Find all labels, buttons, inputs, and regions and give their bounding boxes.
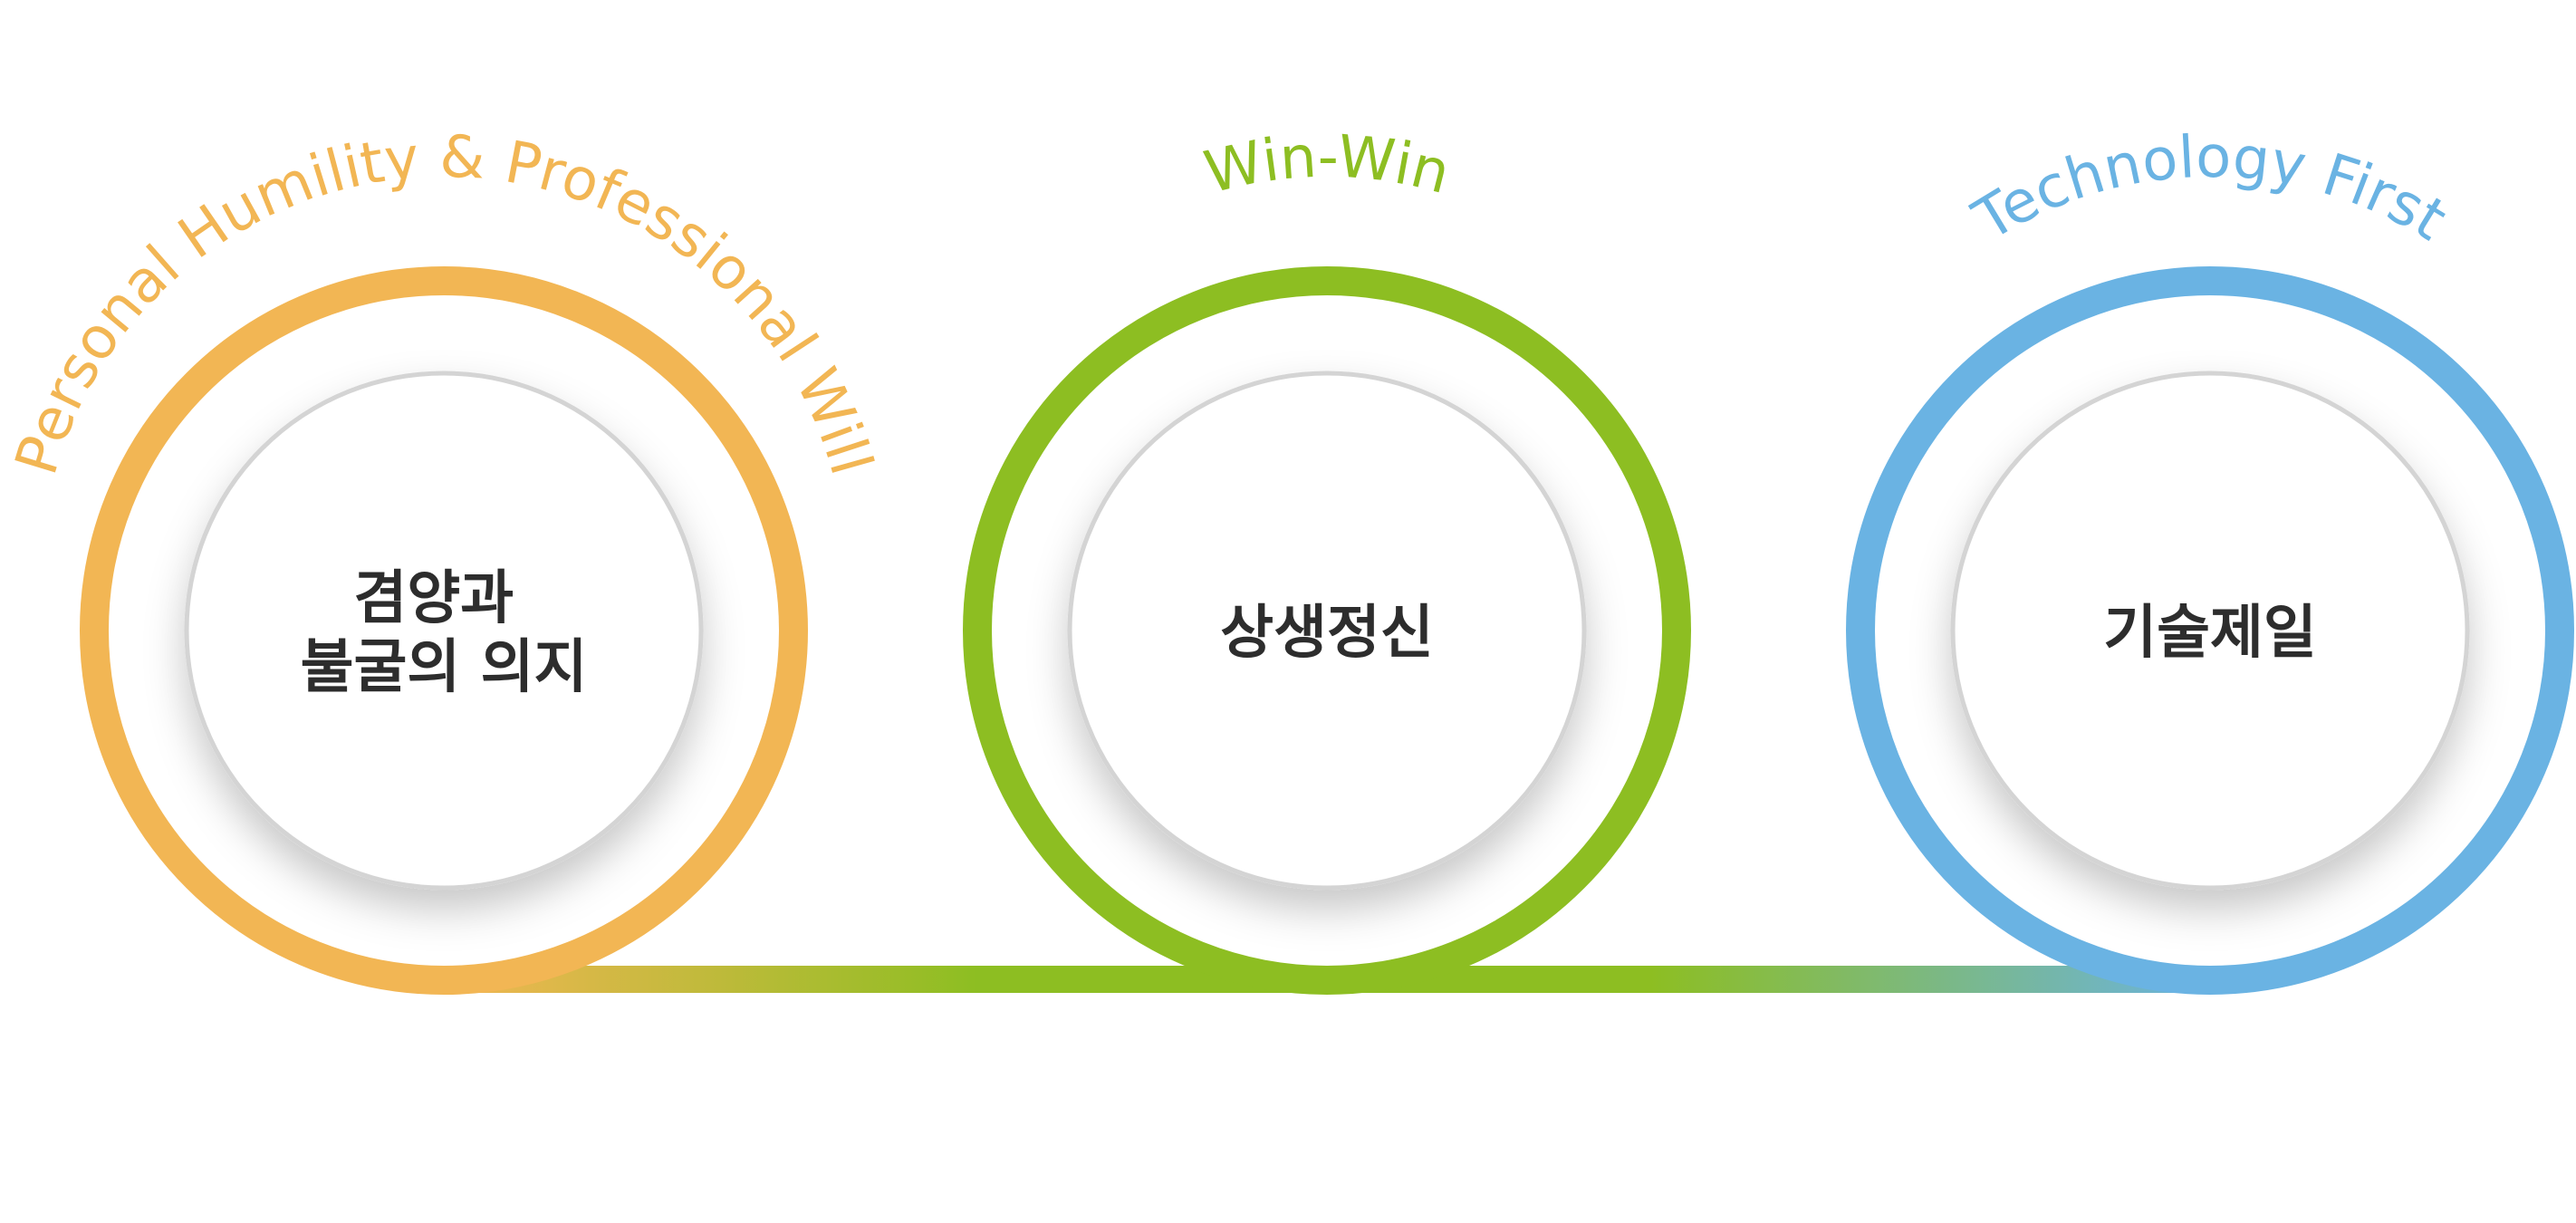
inner-circle-humility: [184, 371, 704, 891]
inner-circle-tech: [1950, 371, 2470, 891]
korean-label-winwin: 상생정신: [1220, 600, 1434, 667]
inner-circle-winwin: [1067, 371, 1587, 891]
value-node-humility: Personal Humility & Professional Will 겸양…: [4, 123, 884, 995]
korean-label-tech: 기술제일: [2103, 600, 2317, 667]
outer-ring-winwin: [963, 266, 1691, 995]
korean-label-humility: 겸양과 불굴의 의지: [301, 565, 588, 701]
english-label-tech: Technology First: [1962, 124, 2457, 255]
value-node-winwin: Win-Win 상생정신: [963, 123, 1691, 995]
outer-ring-humility: [80, 266, 808, 995]
english-label-winwin: Win-Win: [1198, 123, 1456, 207]
outer-ring-tech: [1846, 266, 2574, 995]
value-node-tech: Technology First 기술제일: [1846, 124, 2574, 995]
